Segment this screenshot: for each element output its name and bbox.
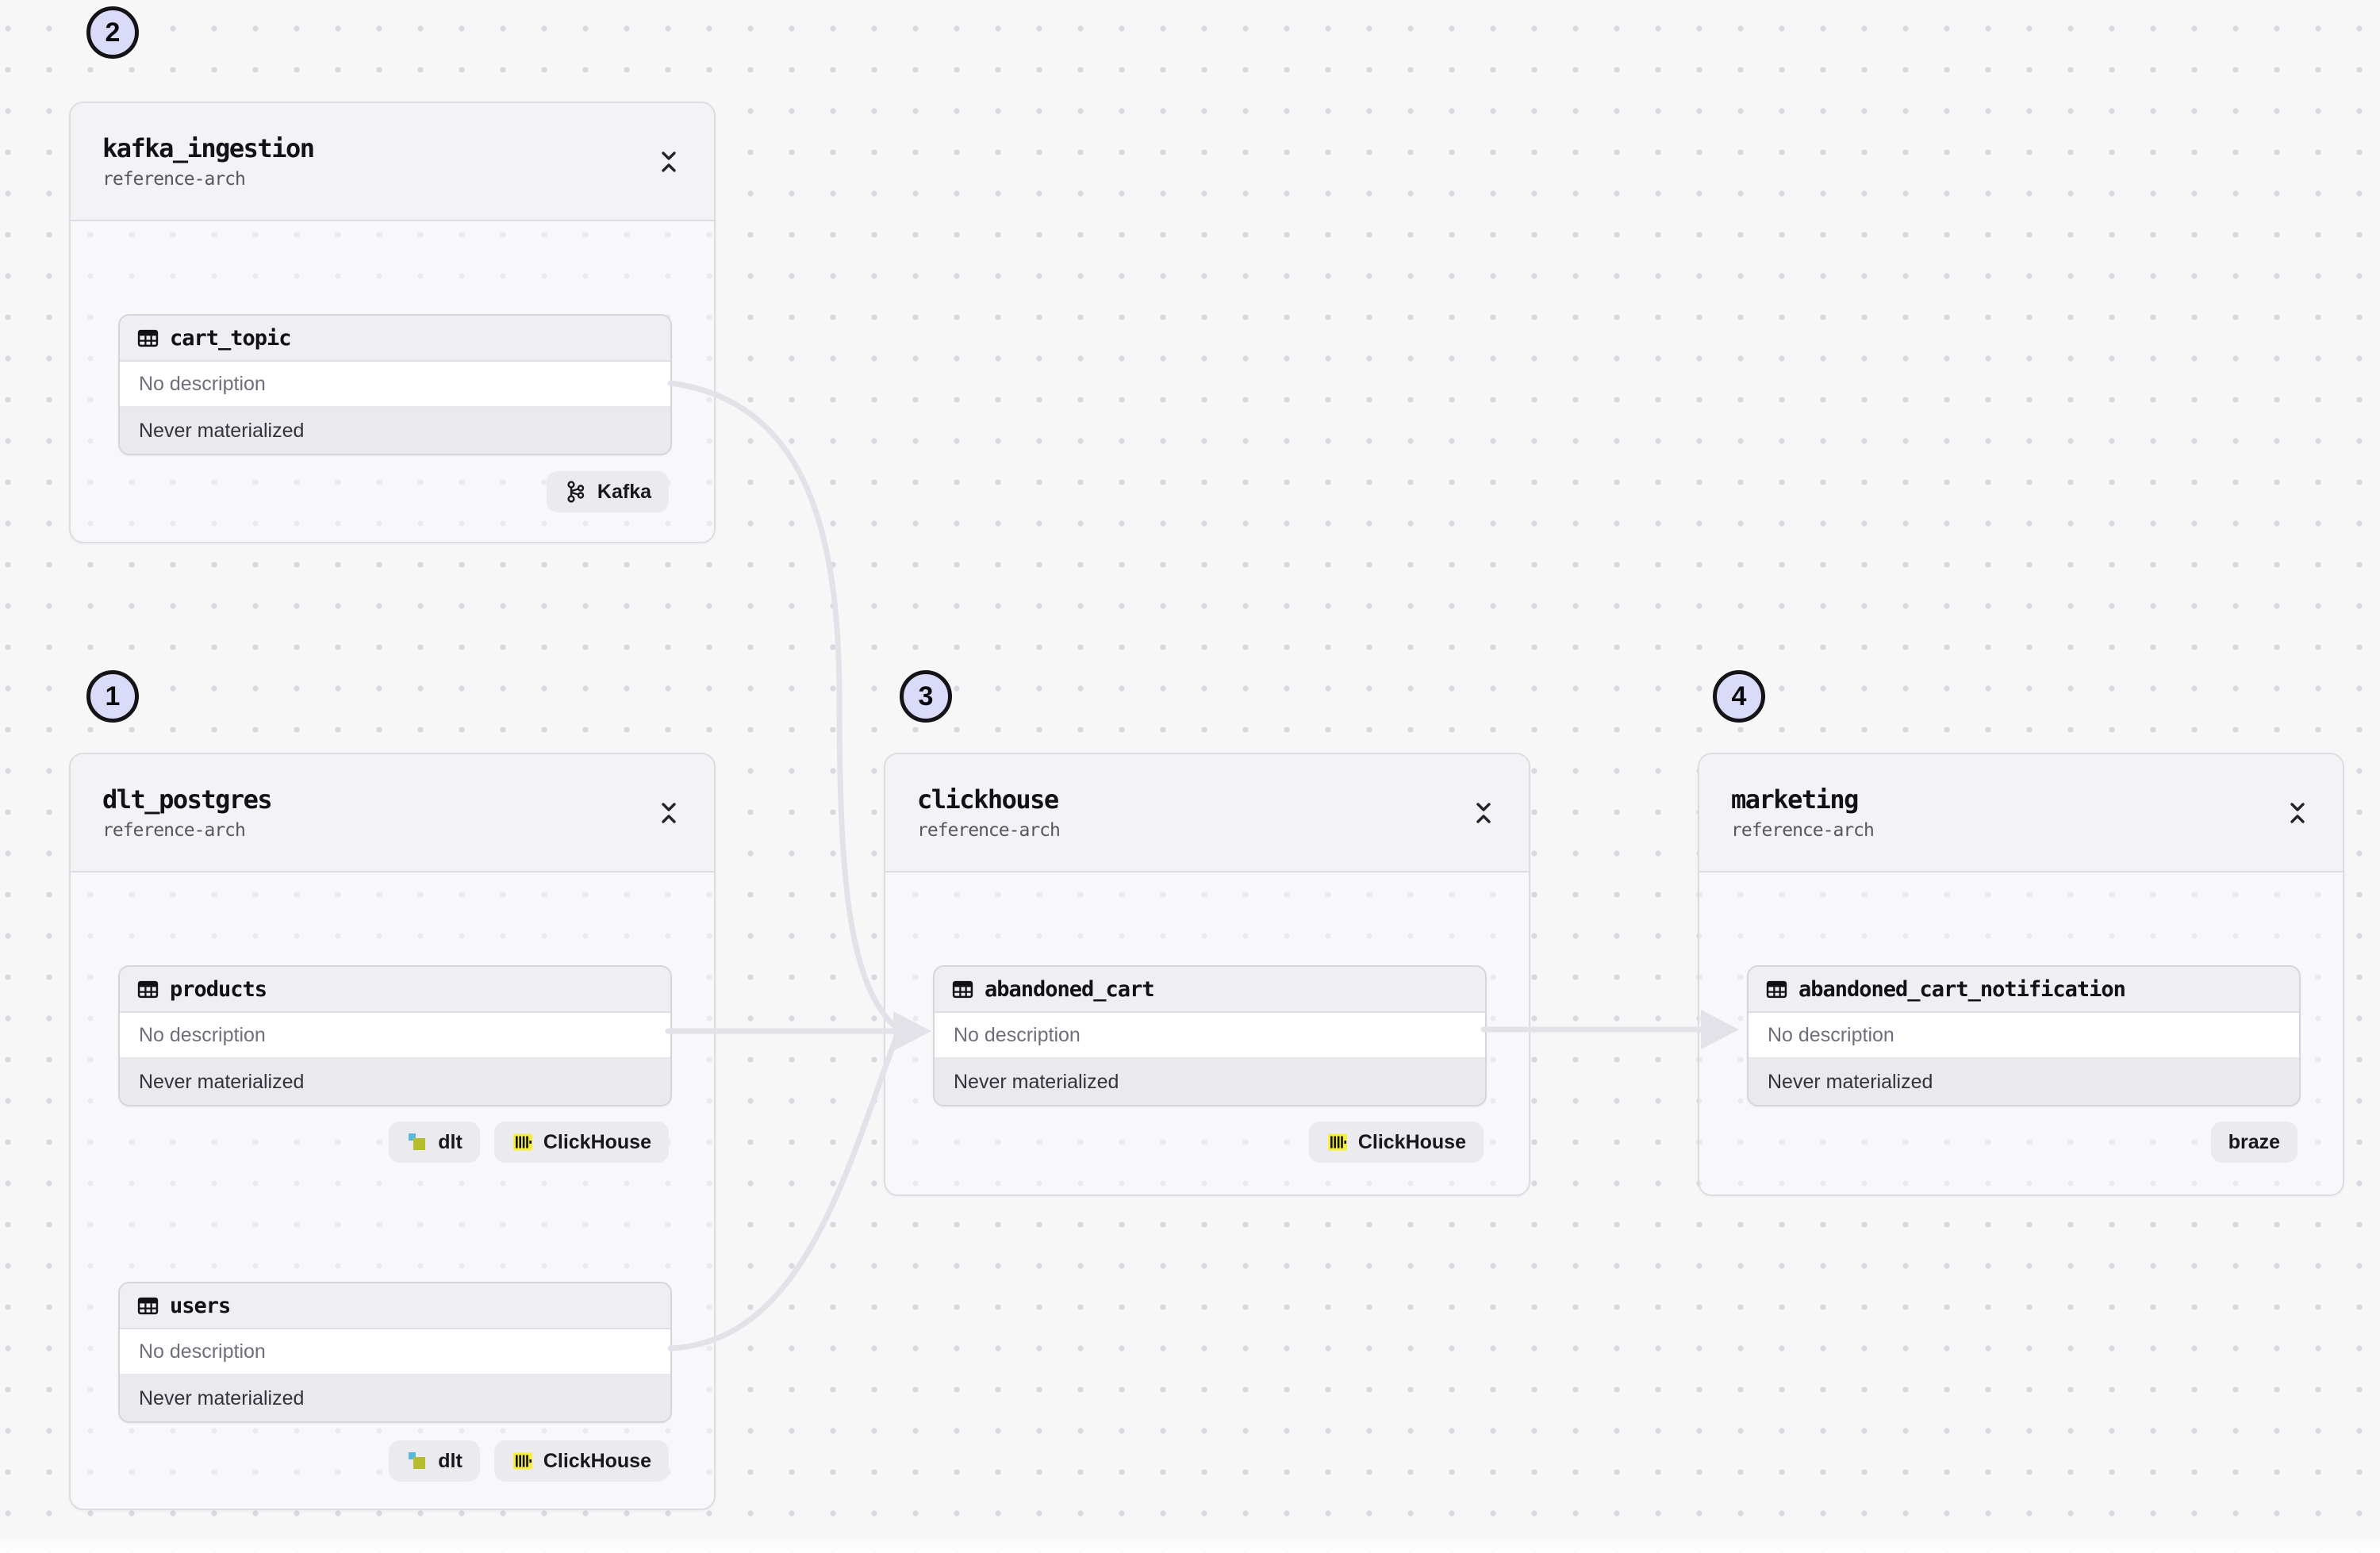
collapse-icon — [1472, 799, 1495, 827]
asset-name: abandoned_cart — [985, 976, 1155, 1002]
asset-name: abandoned_cart_notification — [1798, 976, 2126, 1002]
asset-description: No description — [120, 362, 670, 408]
bottom-fade — [0, 1532, 2380, 1553]
asset-name-row: abandoned_cart — [935, 967, 1485, 1013]
table-icon — [137, 979, 159, 1000]
collapse-group-button[interactable] — [1472, 799, 1495, 827]
tag-row: ClickHouse — [1308, 1122, 1484, 1163]
kind-tag-braze: braze — [2210, 1122, 2297, 1163]
asset-name: users — [170, 1293, 231, 1318]
tag-label: ClickHouse — [543, 1449, 651, 1472]
table-icon — [137, 1295, 159, 1317]
clickhouse-icon — [1326, 1131, 1349, 1153]
group-header-kafka-ingestion[interactable]: kafka_ingestion reference-arch — [71, 103, 714, 221]
kind-tag-dlt: dlt — [389, 1122, 480, 1163]
tag-label: dlt — [438, 1130, 463, 1153]
tag-row: dlt ClickHouse — [389, 1122, 669, 1163]
group-title: marketing — [1731, 784, 1859, 815]
tag-label: braze — [2228, 1130, 2280, 1153]
asset-name: products — [170, 976, 267, 1002]
group-title: dlt_postgres — [102, 784, 273, 815]
group-node-marketing[interactable]: marketing reference-arch abandoned_cart_… — [1698, 753, 2344, 1196]
badge-number: 2 — [105, 17, 121, 48]
asset-name-row: products — [120, 967, 670, 1013]
group-subtitle: reference-arch — [1731, 820, 1875, 841]
annotation-badge-1: 1 — [86, 670, 139, 723]
table-icon — [1766, 979, 1787, 1000]
group-titles: kafka_ingestion reference-arch — [102, 133, 315, 190]
group-node-dlt-postgres[interactable]: dlt_postgres reference-arch products No … — [69, 753, 716, 1510]
badge-number: 1 — [105, 681, 121, 711]
collapse-icon — [657, 799, 681, 827]
tag-label: ClickHouse — [1357, 1130, 1466, 1153]
badge-number: 3 — [918, 681, 934, 711]
kind-tag-clickhouse: ClickHouse — [1308, 1122, 1484, 1163]
annotation-badge-2: 2 — [86, 6, 139, 59]
tag-label: ClickHouse — [543, 1130, 651, 1153]
asset-description: No description — [120, 1013, 670, 1059]
group-node-clickhouse[interactable]: clickhouse reference-arch abandoned_cart… — [884, 753, 1530, 1196]
asset-name-row: abandoned_cart_notification — [1749, 967, 2299, 1013]
annotation-badge-3: 3 — [900, 670, 952, 723]
clickhouse-icon — [512, 1450, 534, 1472]
kafka-icon — [564, 480, 588, 504]
asset-name-row: cart_topic — [120, 316, 670, 362]
tag-label: dlt — [438, 1449, 463, 1472]
asset-name: cart_topic — [170, 325, 292, 351]
asset-status: Never materialized — [120, 1059, 670, 1105]
collapse-group-button[interactable] — [2286, 799, 2309, 827]
table-icon — [952, 979, 973, 1000]
asset-node-abandoned-cart[interactable]: abandoned_cart No description Never mate… — [933, 965, 1487, 1106]
group-node-kafka-ingestion[interactable]: kafka_ingestion reference-arch cart_topi… — [69, 102, 716, 543]
group-titles: dlt_postgres reference-arch — [102, 784, 273, 841]
badge-number: 4 — [1731, 681, 1747, 711]
group-subtitle: reference-arch — [102, 169, 246, 190]
group-subtitle: reference-arch — [102, 820, 246, 841]
table-icon — [137, 328, 159, 349]
group-subtitle: reference-arch — [917, 820, 1061, 841]
group-titles: marketing reference-arch — [1731, 784, 1875, 841]
asset-node-cart-topic[interactable]: cart_topic No description Never material… — [118, 314, 672, 455]
asset-name-row: users — [120, 1283, 670, 1329]
group-header-marketing[interactable]: marketing reference-arch — [1699, 754, 2343, 872]
kind-tag-clickhouse: ClickHouse — [493, 1122, 669, 1163]
annotation-badge-4: 4 — [1713, 670, 1765, 723]
tag-row: dlt ClickHouse — [389, 1440, 669, 1482]
kind-tag-clickhouse: ClickHouse — [493, 1440, 669, 1482]
asset-node-abandoned-cart-notification[interactable]: abandoned_cart_notification No descripti… — [1747, 965, 2301, 1106]
group-header-clickhouse[interactable]: clickhouse reference-arch — [885, 754, 1529, 872]
group-title: clickhouse — [917, 784, 1059, 815]
asset-description: No description — [1749, 1013, 2299, 1059]
clickhouse-icon — [512, 1131, 534, 1153]
collapse-icon — [657, 148, 681, 176]
kind-tag-kafka: Kafka — [546, 471, 669, 512]
asset-status: Never materialized — [120, 408, 670, 454]
dlt-icon — [406, 1131, 428, 1153]
asset-status: Never materialized — [120, 1375, 670, 1421]
tag-label: Kafka — [597, 480, 651, 503]
asset-node-users[interactable]: users No description Never materialized — [118, 1282, 672, 1423]
collapse-group-button[interactable] — [657, 148, 681, 176]
asset-description: No description — [935, 1013, 1485, 1059]
group-title: kafka_ingestion — [102, 133, 315, 163]
kind-tag-dlt: dlt — [389, 1440, 480, 1482]
collapse-icon — [2286, 799, 2309, 827]
asset-status: Never materialized — [935, 1059, 1485, 1105]
tag-row: Kafka — [546, 471, 669, 512]
collapse-group-button[interactable] — [657, 799, 681, 827]
group-titles: clickhouse reference-arch — [917, 784, 1061, 841]
group-header-dlt-postgres[interactable]: dlt_postgres reference-arch — [71, 754, 714, 872]
tag-row: braze — [2210, 1122, 2297, 1163]
asset-description: No description — [120, 1329, 670, 1375]
asset-status: Never materialized — [1749, 1059, 2299, 1105]
dlt-icon — [406, 1450, 428, 1472]
asset-node-products[interactable]: products No description Never materializ… — [118, 965, 672, 1106]
